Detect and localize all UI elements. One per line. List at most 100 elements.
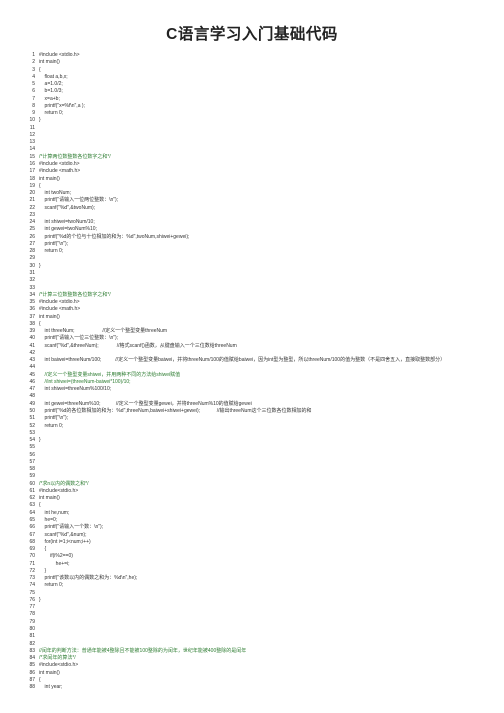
line-number: 35: [29, 299, 35, 306]
code-text: #include<stdio.h>: [39, 487, 79, 494]
code-line: 11: [25, 125, 500, 132]
code-line: 72 }: [25, 568, 500, 575]
code-text: }: [39, 117, 41, 124]
code-text: }: [39, 567, 47, 574]
code-line: 13: [25, 139, 500, 146]
code-text: scanf("%d",&num);: [39, 531, 87, 538]
code-text: int main(): [39, 495, 60, 502]
line-number: 25: [29, 226, 35, 233]
code-line: 33: [25, 285, 500, 292]
code-line: 29: [25, 255, 500, 262]
code-comment: /*计算两位数整数各位数字之和*/: [39, 153, 111, 160]
code-line: 42: [25, 350, 500, 357]
line-number: 21: [29, 197, 35, 204]
code-text: #include <math.h>: [39, 168, 81, 175]
code-text: int main(): [39, 313, 60, 320]
code-line: 68 for(int i=1;i<num;i++): [25, 539, 500, 546]
code-text: }: [39, 262, 41, 269]
code-text: int twoNum;: [39, 190, 71, 197]
code-line: 67 scanf("%d",&num);: [25, 532, 500, 539]
code-line: 81: [25, 633, 500, 640]
code-text: int baiwei=threeNum/100; //定义一个整型变量baiwe…: [39, 357, 446, 364]
line-number: 27: [29, 240, 35, 247]
line-number: 32: [29, 277, 35, 284]
line-number: 78: [29, 611, 35, 618]
line-number: 18: [29, 175, 35, 182]
line-number: 22: [29, 204, 35, 211]
code-line: 21 printf("请输入一位两位整数：\n");: [25, 197, 500, 204]
code-line: 58: [25, 466, 500, 473]
code-text: #include<stdio.h>: [39, 662, 79, 669]
code-line: 71 he+=i;: [25, 561, 500, 568]
line-number: 73: [29, 575, 35, 582]
line-number: 48: [29, 393, 35, 400]
code-text: int he,num;: [39, 509, 70, 516]
line-number: 80: [29, 625, 35, 632]
line-number: 59: [29, 473, 35, 480]
code-text: {: [39, 66, 41, 73]
code-line: 82: [25, 641, 500, 648]
code-line: 63{: [25, 502, 500, 509]
line-number: 9: [32, 110, 35, 117]
line-number: 66: [29, 524, 35, 531]
line-number: 11: [29, 124, 35, 131]
line-number: 12: [29, 131, 35, 138]
code-text: int gewei=threeNum%10; //定义一个整型变量gewei，并…: [39, 400, 252, 407]
code-text: int gewei=twoNum%10;: [39, 226, 97, 233]
code-comment: /*求闰年的算法*/: [39, 655, 76, 662]
code-line: 78: [25, 611, 500, 618]
line-number: 40: [29, 335, 35, 342]
code-line: 6 b=1.0/3;: [25, 88, 500, 95]
code-line: 46 //int shiwei=(threeNum-baiwei*100)/10…: [25, 379, 500, 386]
code-text: int threeNum; //定义一个整型变量threeNum: [39, 328, 168, 335]
code-line: 25 int gewei=twoNum%10;: [25, 226, 500, 233]
code-line: 65 he=0;: [25, 517, 500, 524]
line-number: 54: [29, 437, 35, 444]
code-text: return 0;: [39, 582, 64, 589]
line-number: 41: [29, 342, 35, 349]
line-number: 1: [32, 52, 35, 58]
code-comment: //定义一个整型变量shiwei，并用两种不同的方法给shiwei赋值: [39, 371, 181, 378]
line-number: 47: [29, 386, 35, 393]
code-text: {: [39, 502, 41, 509]
code-text: scanf("%d",&threeNum); //格式scanf()函数，从键盘…: [39, 342, 237, 349]
line-number: 23: [29, 211, 35, 218]
line-number: 87: [29, 676, 35, 683]
code-text: int main(): [39, 669, 60, 676]
code-text: printf("请输入一个数：\n");: [39, 524, 104, 531]
code-text: #include <stdio.h>: [39, 299, 80, 306]
line-number: 52: [29, 422, 35, 429]
line-number: 79: [29, 618, 35, 625]
code-line: 73 printf("该数以内的偶数之和为：%d\n",he);: [25, 575, 500, 582]
code-line: 38{: [25, 321, 500, 328]
line-number: 84: [29, 655, 35, 662]
line-number: 28: [29, 248, 35, 255]
code-text: printf("请输入一位两位整数：\n");: [39, 197, 119, 204]
code-line: 3{: [25, 67, 500, 74]
code-line: 31: [25, 270, 500, 277]
code-line: 22 scanf("%d",&twoNum);: [25, 205, 500, 212]
code-line: 24 int shiwei=twoNum/10;: [25, 219, 500, 226]
line-number: 74: [29, 582, 35, 589]
code-comment: //闰年的判断方法：普通年能被4整除且不能被100整除的为闰年，世纪年能被400…: [39, 647, 247, 654]
code-line: 70 if(i%2==0): [25, 553, 500, 560]
code-line: 83//闰年的判断方法：普通年能被4整除且不能被100整除的为闰年，世纪年能被4…: [25, 648, 500, 655]
code-text: #include <stdio.h>: [39, 160, 80, 167]
line-number: 30: [29, 262, 35, 269]
code-line: 32: [25, 277, 500, 284]
code-line: 80: [25, 626, 500, 633]
line-number: 2: [32, 59, 35, 66]
code-line: 48: [25, 393, 500, 400]
code-line: 44: [25, 364, 500, 371]
code-text: {: [39, 182, 41, 189]
code-line: 19 {: [25, 183, 500, 190]
line-number: 42: [29, 349, 35, 356]
code-line: 55: [25, 444, 500, 451]
line-number: 19: [29, 182, 35, 189]
code-line: 7 x=a+b;: [25, 96, 500, 103]
line-number: 17: [29, 168, 35, 175]
code-line: 36#include <math.h>: [25, 306, 500, 313]
